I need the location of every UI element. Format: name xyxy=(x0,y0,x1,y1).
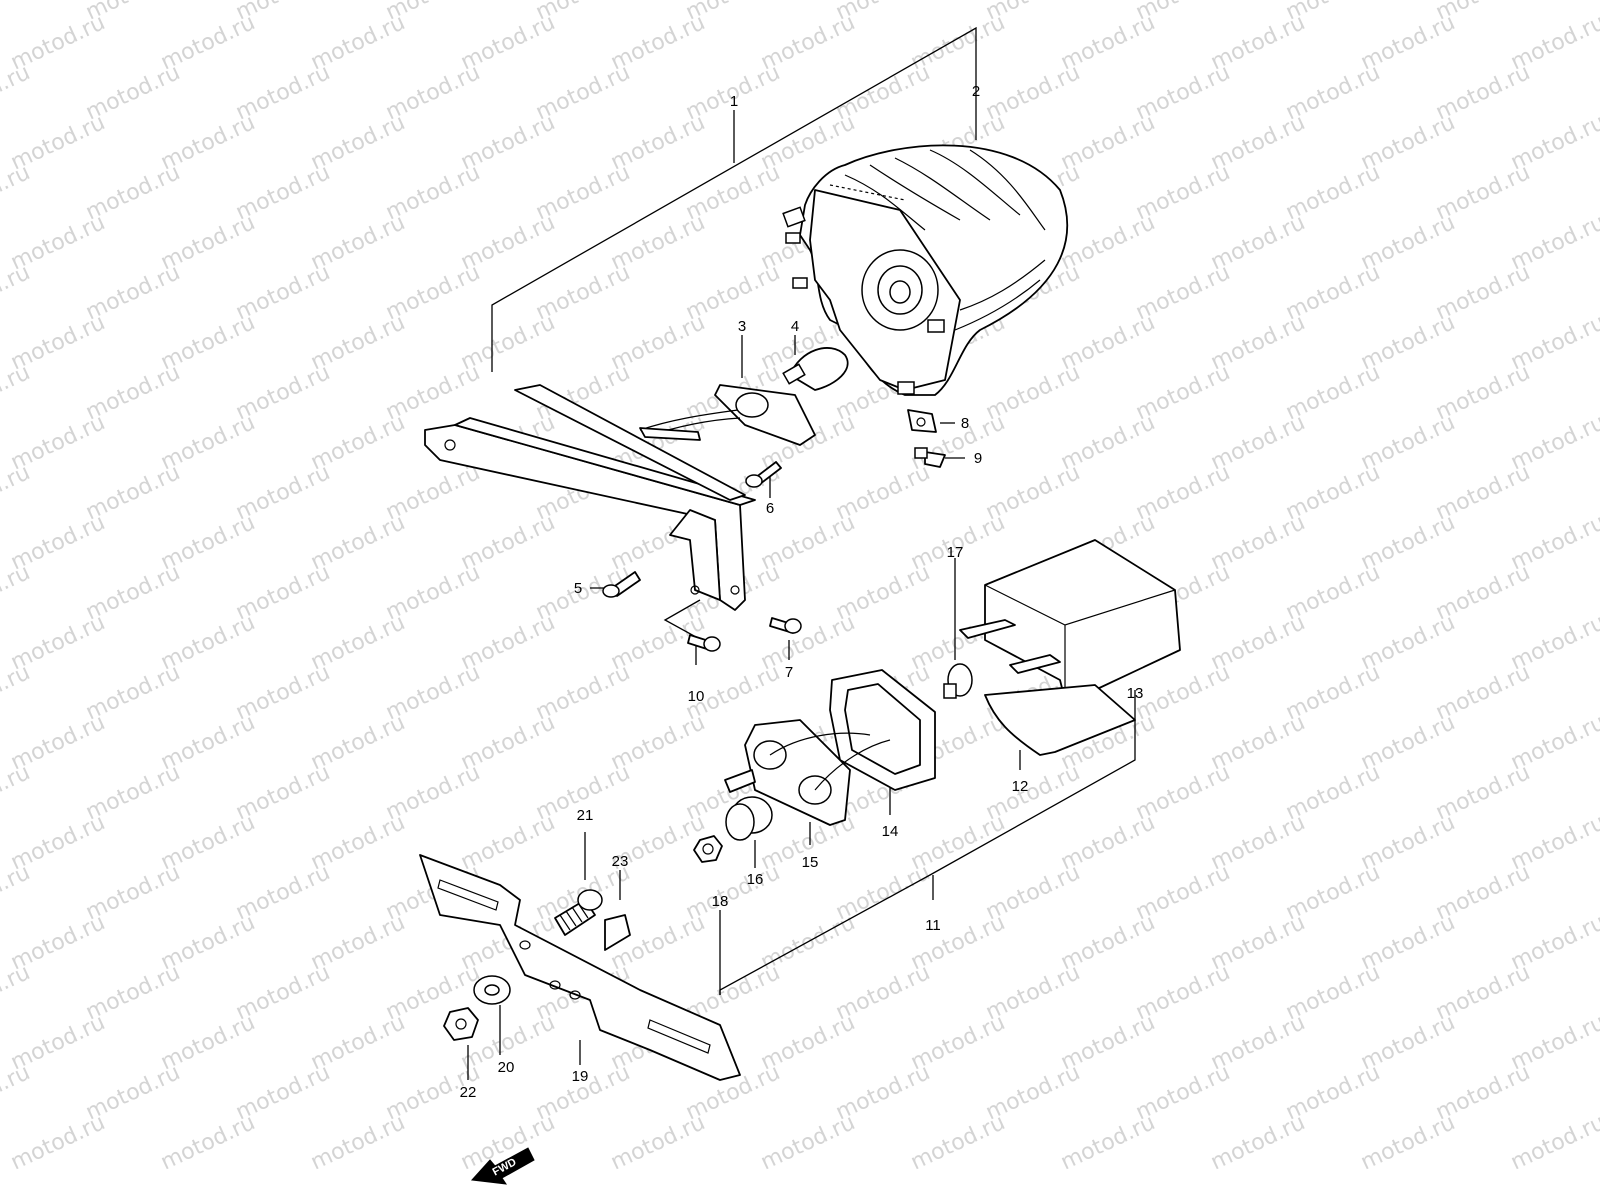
watermark-layer: motod.ru motod.ru motod.ru motod.ru motod.ru… xyxy=(0,0,1600,1175)
license-lamp-lens xyxy=(984,684,1136,756)
watermark-text: motod.ru xyxy=(0,0,34,25)
part-label-21: 21 xyxy=(577,807,594,824)
lamp-bracket xyxy=(424,384,756,611)
part-label-9: 9 xyxy=(974,450,982,467)
part-label-19: 19 xyxy=(572,1068,589,1085)
license-bracket xyxy=(419,854,741,1081)
part-label-6: 6 xyxy=(766,500,774,517)
watermark-text: motod.ru xyxy=(7,1110,109,1175)
clip-and-screw xyxy=(907,409,946,468)
part-label-18: 18 xyxy=(712,893,729,910)
part-label-20: 20 xyxy=(498,1059,515,1076)
leader-lines xyxy=(467,26,1136,1080)
license-lamp-cover xyxy=(959,539,1181,701)
watermark-text: motod.ru xyxy=(757,1110,859,1175)
gasket xyxy=(829,669,936,791)
plate-23 xyxy=(604,914,631,951)
nut-22 xyxy=(443,1007,479,1041)
watermark-text: motod.ru xyxy=(907,1110,1009,1175)
part-label-1: 1 xyxy=(730,93,738,110)
watermark-text: motod.ru xyxy=(607,1110,709,1175)
part-label-4: 4 xyxy=(791,318,799,335)
washer xyxy=(473,975,511,1005)
grommet xyxy=(725,796,773,841)
watermark-text: motod.ru xyxy=(157,1110,259,1175)
watermark-text: motod.ru xyxy=(1207,1110,1309,1175)
watermark-text: motod.ru xyxy=(307,1110,409,1175)
part-label-10: 10 xyxy=(688,688,705,705)
license-bulb xyxy=(943,663,973,699)
watermark-text: motod.ru xyxy=(1057,1110,1159,1175)
socket-plate xyxy=(724,719,891,826)
tail-lamp-housing xyxy=(782,144,1068,396)
screws-upper xyxy=(602,461,802,652)
part-label-3: 3 xyxy=(738,318,746,335)
part-label-2: 2 xyxy=(972,83,980,100)
part-label-7: 7 xyxy=(785,664,793,681)
part-label-16: 16 xyxy=(747,871,764,888)
part-labels: 1 2 3 4 5 6 7 8 9 10 11 12 13 14 15 16 1… xyxy=(460,83,1144,1101)
part-label-22: 22 xyxy=(460,1084,477,1101)
part-label-8: 8 xyxy=(961,415,969,432)
watermark-text: motod.ru xyxy=(1507,1110,1600,1175)
nut-18 xyxy=(693,835,723,863)
watermark-text: motod.ru xyxy=(1357,1110,1459,1175)
part-label-17: 17 xyxy=(947,544,964,561)
bulb xyxy=(782,347,849,391)
bolt-21 xyxy=(554,889,603,936)
part-label-5: 5 xyxy=(574,580,582,597)
part-label-15: 15 xyxy=(802,854,819,871)
part-label-12: 12 xyxy=(1012,778,1029,795)
bulb-socket xyxy=(639,384,816,446)
part-label-11: 11 xyxy=(925,917,941,934)
part-label-23: 23 xyxy=(612,853,629,870)
part-label-13: 13 xyxy=(1127,685,1144,702)
part-label-14: 14 xyxy=(882,823,899,840)
